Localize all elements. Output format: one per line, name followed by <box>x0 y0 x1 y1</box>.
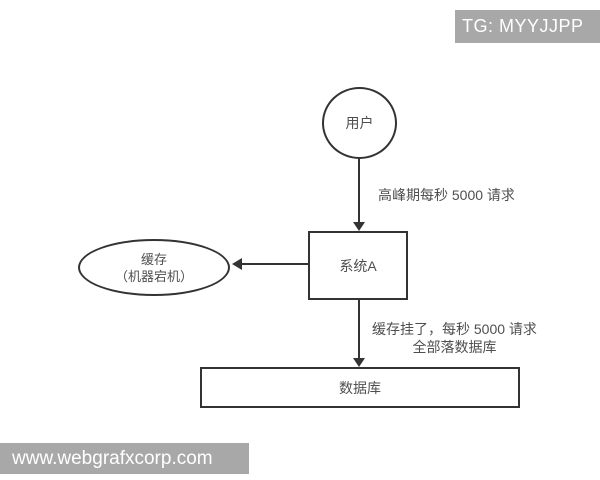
arrow-left-icon <box>232 258 242 270</box>
node-cache-label-line1: 缓存 <box>140 251 167 267</box>
node-cache-label-line2: （机器宕机） <box>114 268 193 284</box>
node-system-a-label: 系统A <box>339 257 377 274</box>
node-user-label: 用户 <box>345 115 374 131</box>
arrow-system-to-database-line <box>358 300 360 359</box>
arrow-system-to-cache-line <box>242 263 308 265</box>
node-database-label: 数据库 <box>339 379 381 396</box>
arrow-down-icon <box>353 222 365 231</box>
edge-label-cache-down-line2: 全部落数据库 <box>412 339 497 355</box>
node-cache: 缓存 （机器宕机） <box>78 239 230 296</box>
edge-label-peak-requests: 高峰期每秒 5000 请求 <box>378 187 515 203</box>
node-database: 数据库 <box>200 367 520 408</box>
arrow-user-to-system-line <box>358 157 360 223</box>
site-watermark-bar: www.webgrafxcorp.com <box>0 443 249 474</box>
edge-label-cache-down: 缓存挂了，每秒 5000 请求 全部落数据库 <box>372 320 537 356</box>
edge-label-cache-down-line1: 缓存挂了，每秒 5000 请求 <box>372 321 537 337</box>
node-system-a: 系统A <box>308 231 408 300</box>
telegram-watermark-badge: TG: MYYJJPP <box>455 10 600 43</box>
node-user: 用户 <box>322 87 397 159</box>
arrow-down-icon <box>353 358 365 367</box>
